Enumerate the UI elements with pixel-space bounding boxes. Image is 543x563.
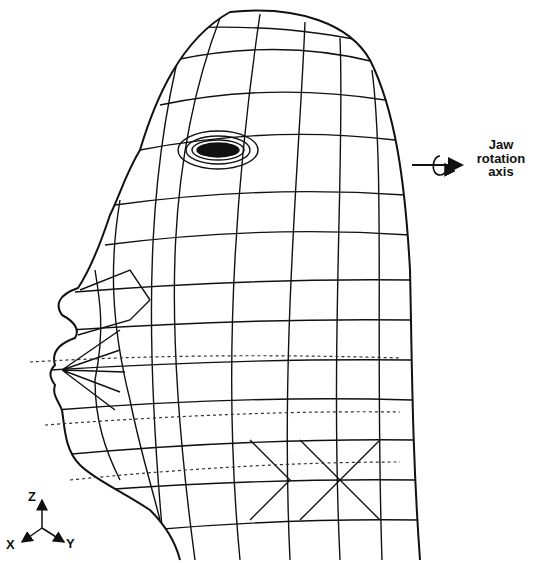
axis-label: Jaw rotation axis (468, 138, 534, 179)
axis-letter: Y (66, 537, 80, 551)
axis-letter: X (6, 538, 20, 552)
axis-letter: Z (28, 490, 42, 504)
